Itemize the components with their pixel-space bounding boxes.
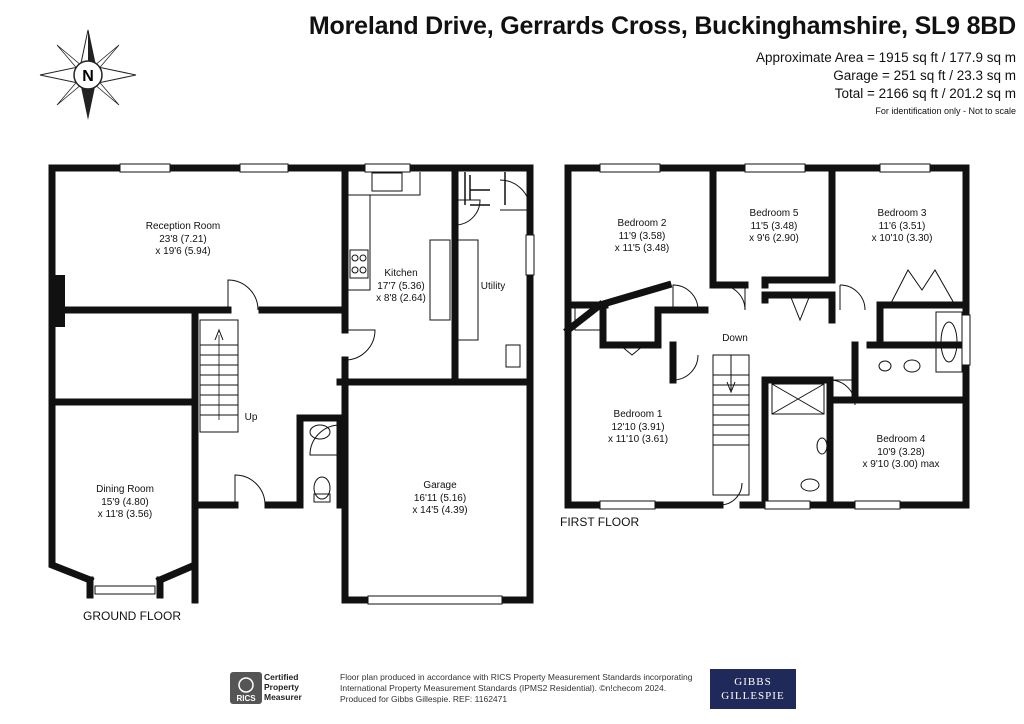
- stairs-down-label: Down: [722, 333, 748, 344]
- room-label-bedroom-3: Bedroom 3 11'6 (3.51) x 10'10 (3.30): [871, 208, 933, 244]
- ground-floor-label: GROUND FLOOR: [83, 609, 182, 623]
- room-label-bedroom-1: Bedroom 1 12'10 (3.91) x 11'10 (3.61): [607, 409, 669, 445]
- stairs-up-label: Up: [244, 412, 258, 423]
- room-label-bedroom-5: Bedroom 5 11'5 (3.48) x 9'6 (2.90): [749, 208, 799, 244]
- footer-disclaimer: Floor plan produced in accordance with R…: [340, 672, 693, 704]
- room-label-reception: Reception Room 23'8 (7.21) x 19'6 (5.94): [145, 221, 221, 257]
- total-area: Total = 2166 sq ft / 201.2 sq m: [834, 86, 1016, 101]
- room-label-dining: Dining Room 15'9 (4.80) x 11'8 (3.56): [96, 484, 154, 520]
- property-address-title: Moreland Drive, Gerrards Cross, Buckingh…: [308, 12, 1016, 40]
- rics-logo-icon: RICS: [230, 672, 262, 704]
- compass-letter: N: [82, 68, 94, 85]
- rics-certified-badge: RICS Certified Property Measurer: [230, 670, 334, 706]
- room-label-garage: Garage 16'11 (5.16) x 14'5 (4.39): [412, 480, 468, 516]
- room-label-bedroom-2: Bedroom 2 11'9 (3.58) x 11'5 (3.48): [614, 218, 670, 254]
- gibbs-gillespie-logo: GIBBS GILLESPIE: [710, 669, 796, 709]
- rics-logo-text: RICS: [236, 694, 256, 703]
- approximate-area: Approximate Area = 1915 sq ft / 177.9 sq…: [755, 50, 1016, 65]
- room-label-kitchen: Kitchen 17'7 (5.36) x 8'8 (2.64): [376, 268, 426, 304]
- identification-note: For identification only - Not to scale: [875, 106, 1016, 116]
- first-floor-label: FIRST FLOOR: [560, 515, 640, 529]
- ground-floor-walls: [48, 164, 534, 604]
- room-label-utility: Utility: [480, 281, 506, 292]
- room-label-bedroom-4: Bedroom 4 10'9 (3.28) x 9'10 (3.00) max: [862, 434, 940, 470]
- first-floor-walls: [563, 164, 970, 509]
- rics-badge-text: Certified Property Measurer: [264, 672, 302, 702]
- garage-area: Garage = 251 sq ft / 23.3 sq m: [833, 68, 1016, 83]
- north-compass-icon: N: [39, 29, 137, 120]
